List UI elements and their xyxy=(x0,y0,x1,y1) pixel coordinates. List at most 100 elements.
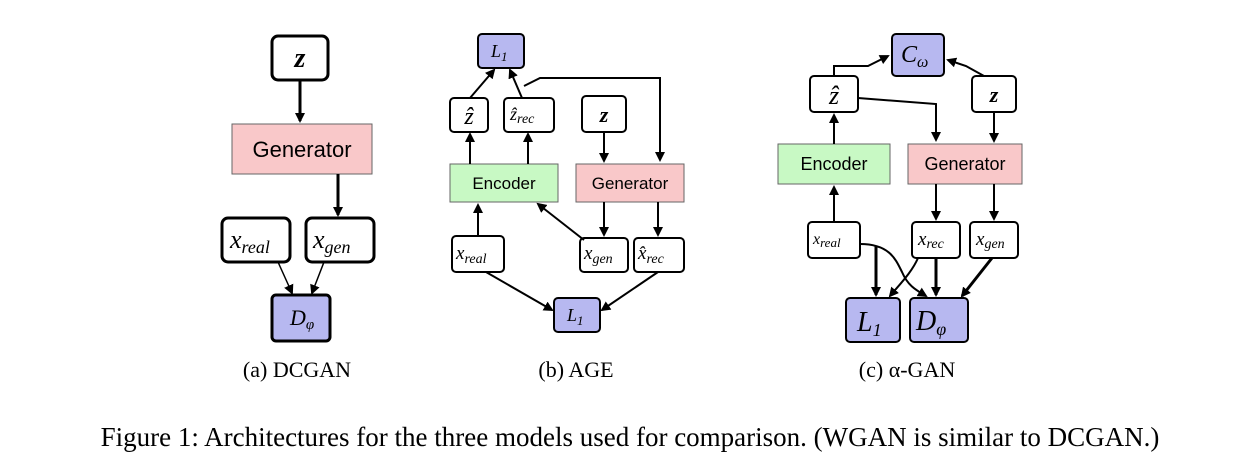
age-arrow-l1-generator xyxy=(523,77,665,162)
age-z-rec-sub: rec xyxy=(517,112,535,127)
svg-text:L1: L1 xyxy=(490,41,508,64)
age-arrow-zhat-l1 xyxy=(469,68,496,99)
dcgan-generator-node: Generator xyxy=(231,123,373,175)
age-x-rec-label: x̂ xyxy=(637,243,647,264)
alphagan-x-gen-node: xgen xyxy=(969,221,1019,259)
alphagan-generator-label: Generator xyxy=(924,154,1005,174)
svg-text:xgen: xgen xyxy=(583,243,613,267)
age-l1-top-node: L1 xyxy=(477,33,525,69)
alphagan-encoder-node: Encoder xyxy=(777,143,891,185)
alphagan-arrow-zhat-comega xyxy=(833,55,890,76)
svg-text:xrec: xrec xyxy=(917,229,945,252)
alphagan-x-rec-node: xrec xyxy=(911,221,961,259)
dcgan-x-real-node: xreal xyxy=(220,216,292,264)
dcgan-caption: (a) DCGAN xyxy=(243,357,351,382)
age-x-real-label: x xyxy=(455,243,465,264)
alphagan-disc-label: D xyxy=(915,306,936,337)
age-z-rec-label: ẑ xyxy=(509,104,518,124)
panel-age: L1 ẑ ẑrec z Encoder Generator xr xyxy=(449,33,685,382)
alphagan-encoder-label: Encoder xyxy=(800,154,867,174)
alphagan-x-real-node: xreal xyxy=(807,221,861,259)
dcgan-disc-sub: φ xyxy=(306,317,314,333)
alphagan-x-gen-sub: gen xyxy=(984,237,1004,252)
age-l1-top-sub: 1 xyxy=(501,49,508,64)
alphagan-x-real-label: x xyxy=(812,231,820,248)
svg-text:xreal: xreal xyxy=(455,243,487,267)
dcgan-arrow-xreal-disc xyxy=(277,261,294,295)
age-x-real-sub: real xyxy=(464,252,486,267)
age-encoder-node: Encoder xyxy=(449,163,559,203)
svg-text:ẑrec: ẑrec xyxy=(509,104,535,127)
alphagan-caption: (c) α-GAN xyxy=(859,357,956,382)
dcgan-arrow-xgen-disc xyxy=(310,261,325,295)
panel-alphagan: Cω ẑ z Encoder Generator xreal x xyxy=(777,33,1023,382)
alphagan-arrow-zhat-generator xyxy=(857,97,941,142)
alphagan-l1-node: L1 xyxy=(845,297,901,343)
age-x-gen-sub: gen xyxy=(592,252,612,267)
age-l1-bottom-label: L xyxy=(566,305,577,325)
svg-text:xgen: xgen xyxy=(312,225,351,257)
alphagan-arrow-xrec-l1 xyxy=(888,257,919,298)
alphagan-arrow-xgen-disc xyxy=(960,257,994,298)
dcgan-x-real-label: x xyxy=(229,225,242,254)
dcgan-discriminator-node: Dφ xyxy=(270,293,332,343)
age-z-node: z xyxy=(581,95,627,133)
dcgan-generator-label: Generator xyxy=(252,137,351,162)
alphagan-c-omega-sub: ω xyxy=(917,54,928,71)
svg-text:L1: L1 xyxy=(566,305,584,328)
svg-text:xgen: xgen xyxy=(975,229,1005,252)
age-encoder-label: Encoder xyxy=(472,174,536,193)
dcgan-z-label: z xyxy=(294,43,306,74)
age-x-rec-sub: rec xyxy=(646,252,664,267)
alphagan-discriminator-node: Dφ xyxy=(909,297,969,343)
svg-text:Dφ: Dφ xyxy=(915,306,946,339)
alphagan-arrow-z-comega xyxy=(946,57,985,77)
dcgan-x-gen-sub: gen xyxy=(325,237,351,257)
dcgan-x-real-sub: real xyxy=(242,237,270,257)
alphagan-disc-sub: φ xyxy=(936,319,946,339)
alphagan-c-omega-label: C xyxy=(901,42,918,68)
dcgan-disc-label: D xyxy=(289,305,306,330)
alphagan-z-hat-label: ẑ xyxy=(828,81,840,110)
alphagan-c-omega-node: Cω xyxy=(891,33,945,77)
alphagan-x-real-sub: real xyxy=(820,235,841,250)
alphagan-l1-sub: 1 xyxy=(873,320,882,340)
alphagan-z-label: z xyxy=(989,82,999,107)
figure-caption: Figure 1: Architectures for the three mo… xyxy=(101,422,1160,452)
age-z-hat-label: ẑ xyxy=(463,104,474,130)
alphagan-x-rec-sub: rec xyxy=(926,237,944,252)
svg-text:xreal: xreal xyxy=(229,225,270,257)
age-x-gen-node: xgen xyxy=(579,237,629,273)
svg-text:Cω: Cω xyxy=(901,42,928,71)
age-generator-node: Generator xyxy=(575,163,685,203)
age-arrow-xreal-l1 xyxy=(485,271,554,311)
dcgan-x-gen-label: x xyxy=(312,225,325,254)
age-z-rec-node: ẑrec xyxy=(503,97,555,133)
svg-text:x̂rec: x̂rec xyxy=(637,243,665,267)
dcgan-z-node: z xyxy=(270,34,330,82)
svg-text:xreal: xreal xyxy=(812,231,841,250)
svg-text:Dφ: Dφ xyxy=(289,305,314,333)
age-arrow-xgen-encoder xyxy=(536,202,585,241)
age-z-label: z xyxy=(599,102,609,127)
alphagan-arrow-xreal-disc xyxy=(859,243,928,298)
alphagan-generator-node: Generator xyxy=(907,143,1023,185)
alphagan-x-gen-label: x xyxy=(975,229,985,250)
alphagan-z-node: z xyxy=(971,75,1017,113)
age-x-rec-node: x̂rec xyxy=(633,237,685,273)
svg-text:L1: L1 xyxy=(856,307,882,340)
alphagan-x-rec-label: x xyxy=(917,229,927,250)
age-caption: (b) AGE xyxy=(538,357,613,382)
age-x-gen-label: x xyxy=(583,243,593,264)
age-l1-top-label: L xyxy=(490,41,501,61)
age-generator-label: Generator xyxy=(592,174,669,193)
alphagan-l1-label: L xyxy=(856,307,873,338)
alphagan-z-hat-node: ẑ xyxy=(809,75,859,113)
age-l1-bottom-node: L1 xyxy=(553,297,601,333)
dcgan-x-gen-node: xgen xyxy=(304,216,376,264)
age-arrow-xrec-l1 xyxy=(600,271,659,312)
age-l1-bottom-sub: 1 xyxy=(577,313,584,328)
age-x-real-node: xreal xyxy=(451,235,505,273)
panel-dcgan: z Generator xreal xgen Dφ (a) DCGAN xyxy=(220,34,376,382)
